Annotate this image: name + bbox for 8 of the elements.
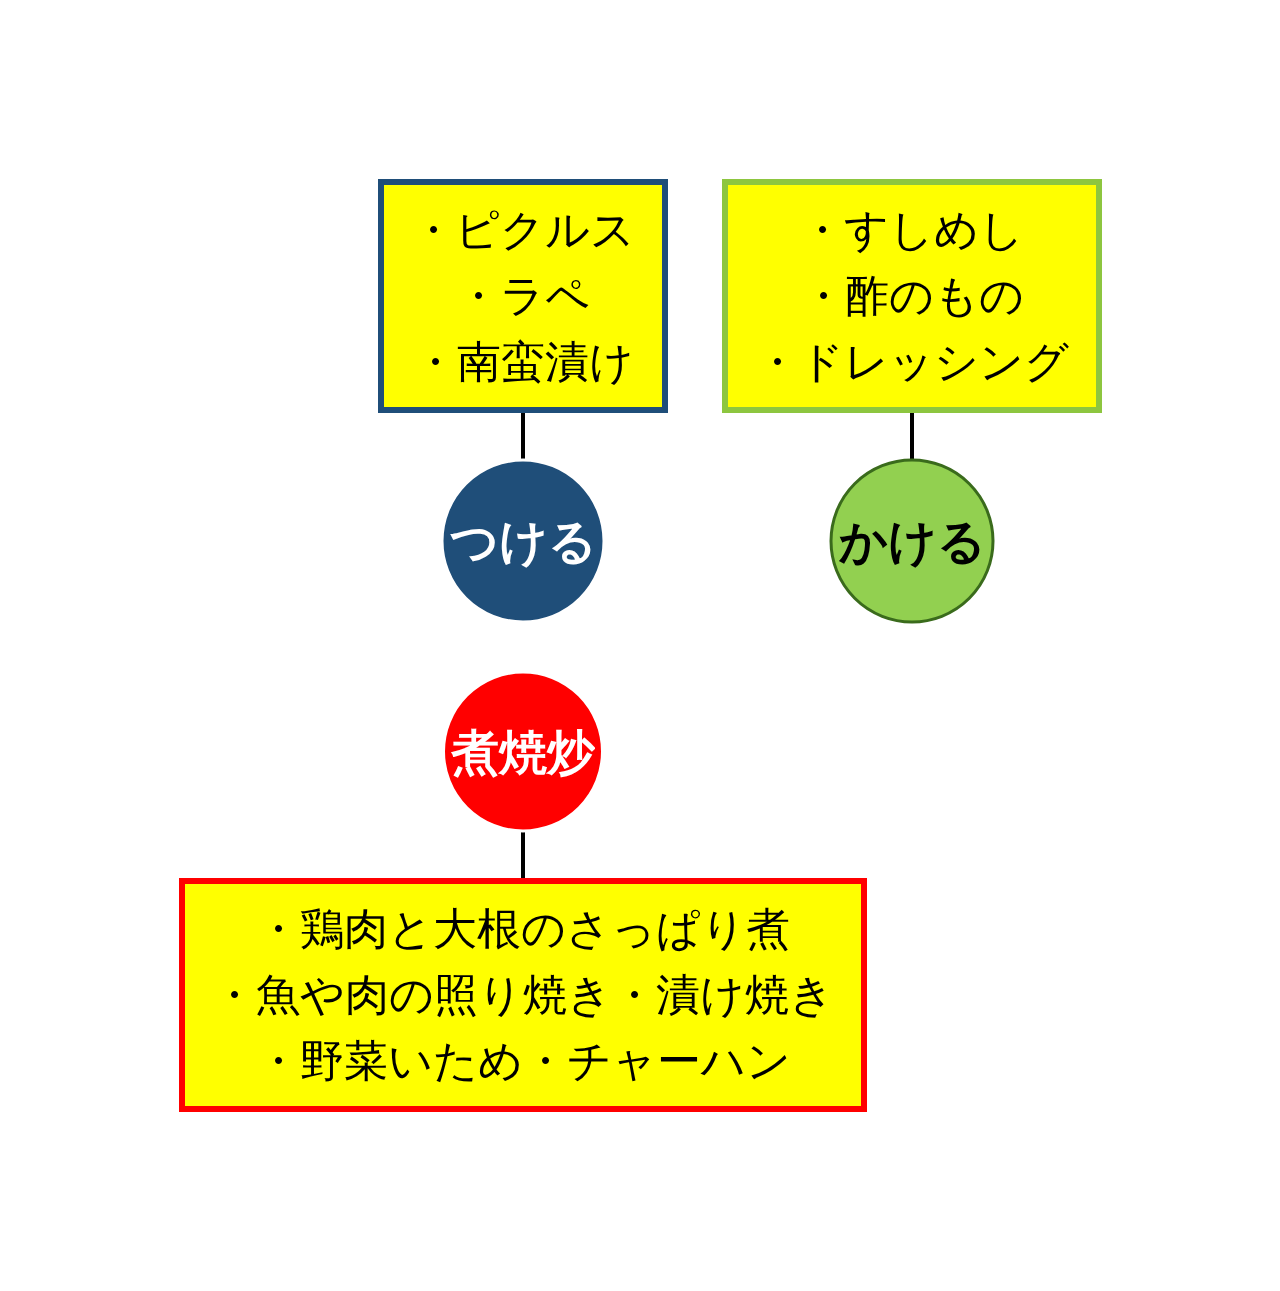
connector — [520, 831, 525, 881]
node-box: ・鶏肉と大根のさっぱり煮 ・魚や肉の照り焼き・漬け焼き ・野菜いため・チャーハン — [178, 878, 867, 1112]
node-box: ・ピクルス ・ラペ ・南蛮漬け — [377, 179, 668, 413]
node-circle: かける — [829, 458, 994, 624]
connector — [909, 410, 914, 460]
node-box: ・すしめし ・酢のもの ・ドレッシング — [721, 179, 1102, 413]
connector — [520, 410, 525, 460]
node-circle: つける — [440, 458, 605, 624]
